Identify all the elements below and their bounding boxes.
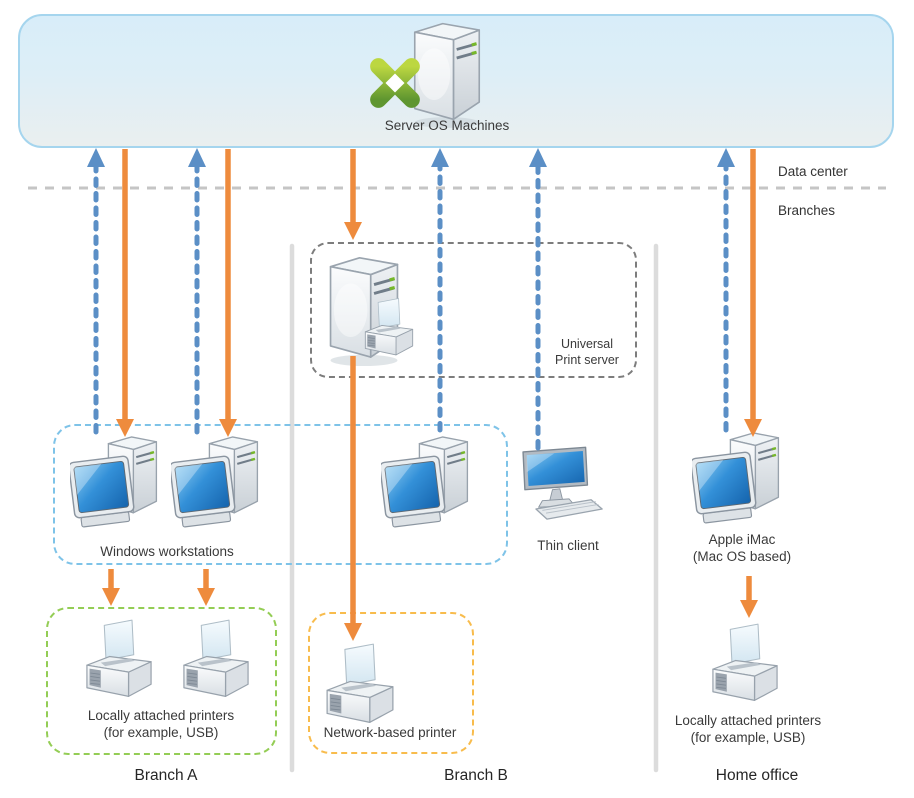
windows-workstations-label: Windows workstations	[100, 544, 234, 559]
arrowhead-down	[197, 588, 215, 606]
local-printers-box	[46, 607, 277, 755]
workstation-icon	[381, 428, 477, 540]
printer-icon	[706, 620, 784, 708]
zone-label-branches: Branches	[778, 203, 836, 218]
workstation-icon	[70, 428, 166, 540]
thin-client-icon	[512, 442, 604, 530]
footer-label-branch-a: Branch A	[134, 767, 198, 784]
arrowhead-up	[431, 148, 449, 167]
arrowhead-up	[188, 148, 206, 167]
windows-workstations-box	[53, 424, 508, 565]
apple-imac-label: Apple iMac (Mac OS based)	[692, 532, 792, 564]
arrowhead-up	[87, 148, 105, 167]
arrowhead-up	[529, 148, 547, 167]
thin-client-label: Thin client	[537, 538, 599, 553]
universal-print-server-box	[310, 242, 637, 378]
home-printers-label: Locally attached printers (for example, …	[674, 713, 822, 745]
apple-imac-icon	[692, 424, 788, 536]
arrowhead-down	[102, 588, 120, 606]
printer-icon	[80, 616, 158, 704]
print-server-printer-icon	[360, 296, 418, 360]
arrowhead-down	[740, 600, 758, 618]
network-printer-label: Network-based printer	[323, 725, 457, 740]
footer-label-branch-b: Branch B	[444, 767, 508, 784]
arrowhead-down	[344, 222, 362, 240]
arrowhead-up	[717, 148, 735, 167]
universal-print-server-label: Universal Print server	[555, 337, 619, 367]
banner-label: Server OS Machines	[384, 118, 510, 133]
zone-label-data-center: Data center	[778, 164, 848, 179]
citrix-logo-icon	[366, 54, 424, 112]
network-printer-box	[308, 612, 474, 754]
workstation-icon	[171, 428, 267, 540]
printer-icon	[320, 640, 400, 730]
local-printers-label: Locally attached printers (for example, …	[87, 708, 235, 740]
printer-icon	[177, 616, 255, 704]
footer-label-home-office: Home office	[715, 767, 799, 784]
